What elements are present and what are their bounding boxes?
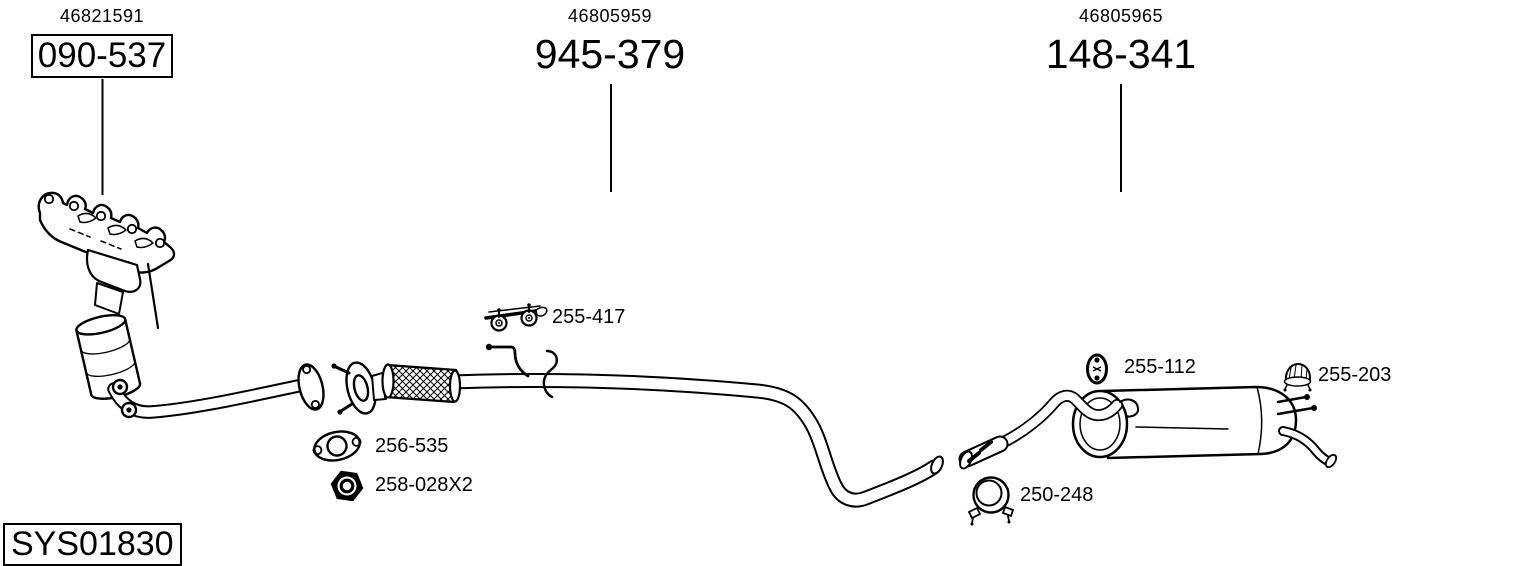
flex-pipe-flange [345,361,377,415]
assembly-label-rear-muffler: 46805965 148-341 [1021,6,1221,75]
part-number-box-manifold: 090-537 [30,34,174,78]
ref-code-manifold: 46821591 [59,6,145,26]
center-pipe-drawing [331,343,944,508]
ref-code-rear-muffler: 46805965 [1078,6,1164,26]
downpipe-flange [297,363,325,411]
hanger-clamp-part-label: 255-203 [1318,364,1392,386]
flange-gasket-part-label: 256-535 [375,435,449,457]
hanger-bracket-icon [484,303,548,332]
system-code-box: SYS01830 [3,523,182,566]
hanger-clamp-icon [1283,362,1312,392]
part-number-rear-muffler: 148-341 [1045,31,1197,77]
pipe-clamp-part-label: 250-248 [1020,484,1094,506]
rubber-hanger-part-label: 255-112 [1124,356,1196,378]
rubber-hanger-icon [1086,353,1108,385]
rear-muffler-drawing [958,385,1338,470]
flex-braid-section [383,363,458,404]
leader-lines [101,79,1122,195]
manifold-catalytic-converter-drawing [37,191,325,419]
ref-code-center-pipe: 46805959 [567,6,653,26]
hex-nut-part-label: 258-028X2 [375,474,473,496]
hex-nut-icon [330,470,364,502]
assembly-label-manifold: 46821591 090-537 [2,6,202,78]
assembly-label-center-pipe: 46805959 945-379 [510,6,710,75]
flange-gasket-icon [312,430,362,462]
pipe-clamp-icon [967,476,1015,526]
hanger-bracket-part-label: 255-417 [552,306,626,328]
part-number-center-pipe: 945-379 [534,31,686,77]
